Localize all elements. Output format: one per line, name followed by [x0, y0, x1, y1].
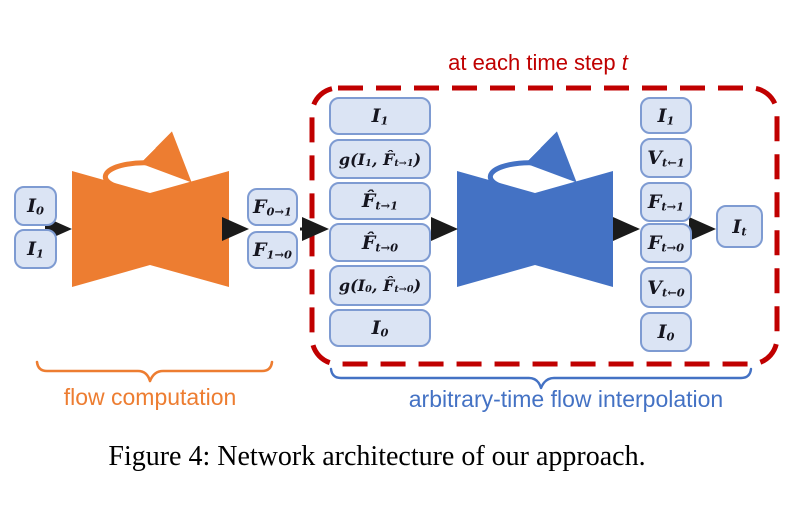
figure-caption: Figure 4: Network architecture of our ap… [108, 441, 646, 472]
interpolation-network-shape [457, 171, 613, 287]
flow-network-recurrence-arrow-icon [102, 131, 192, 189]
time-step-dashed-boundary [309, 85, 780, 367]
box-approx-flow-t-to-0: F̂t→0 [329, 223, 431, 262]
interpolation-brace [329, 367, 753, 390]
time-step-annotation: at each time step t [448, 50, 628, 75]
box-approx-flow-t-to-1: F̂t→1 [329, 182, 431, 220]
flow-computation-brace [35, 360, 274, 383]
interpolation-label: arbitrary-time flow interpolation [408, 386, 724, 412]
flow-computation-label: flow computation [63, 384, 237, 410]
interpolation-network-recurrence-arrow-icon [487, 131, 577, 189]
flow-computation-network-shape [72, 171, 229, 287]
